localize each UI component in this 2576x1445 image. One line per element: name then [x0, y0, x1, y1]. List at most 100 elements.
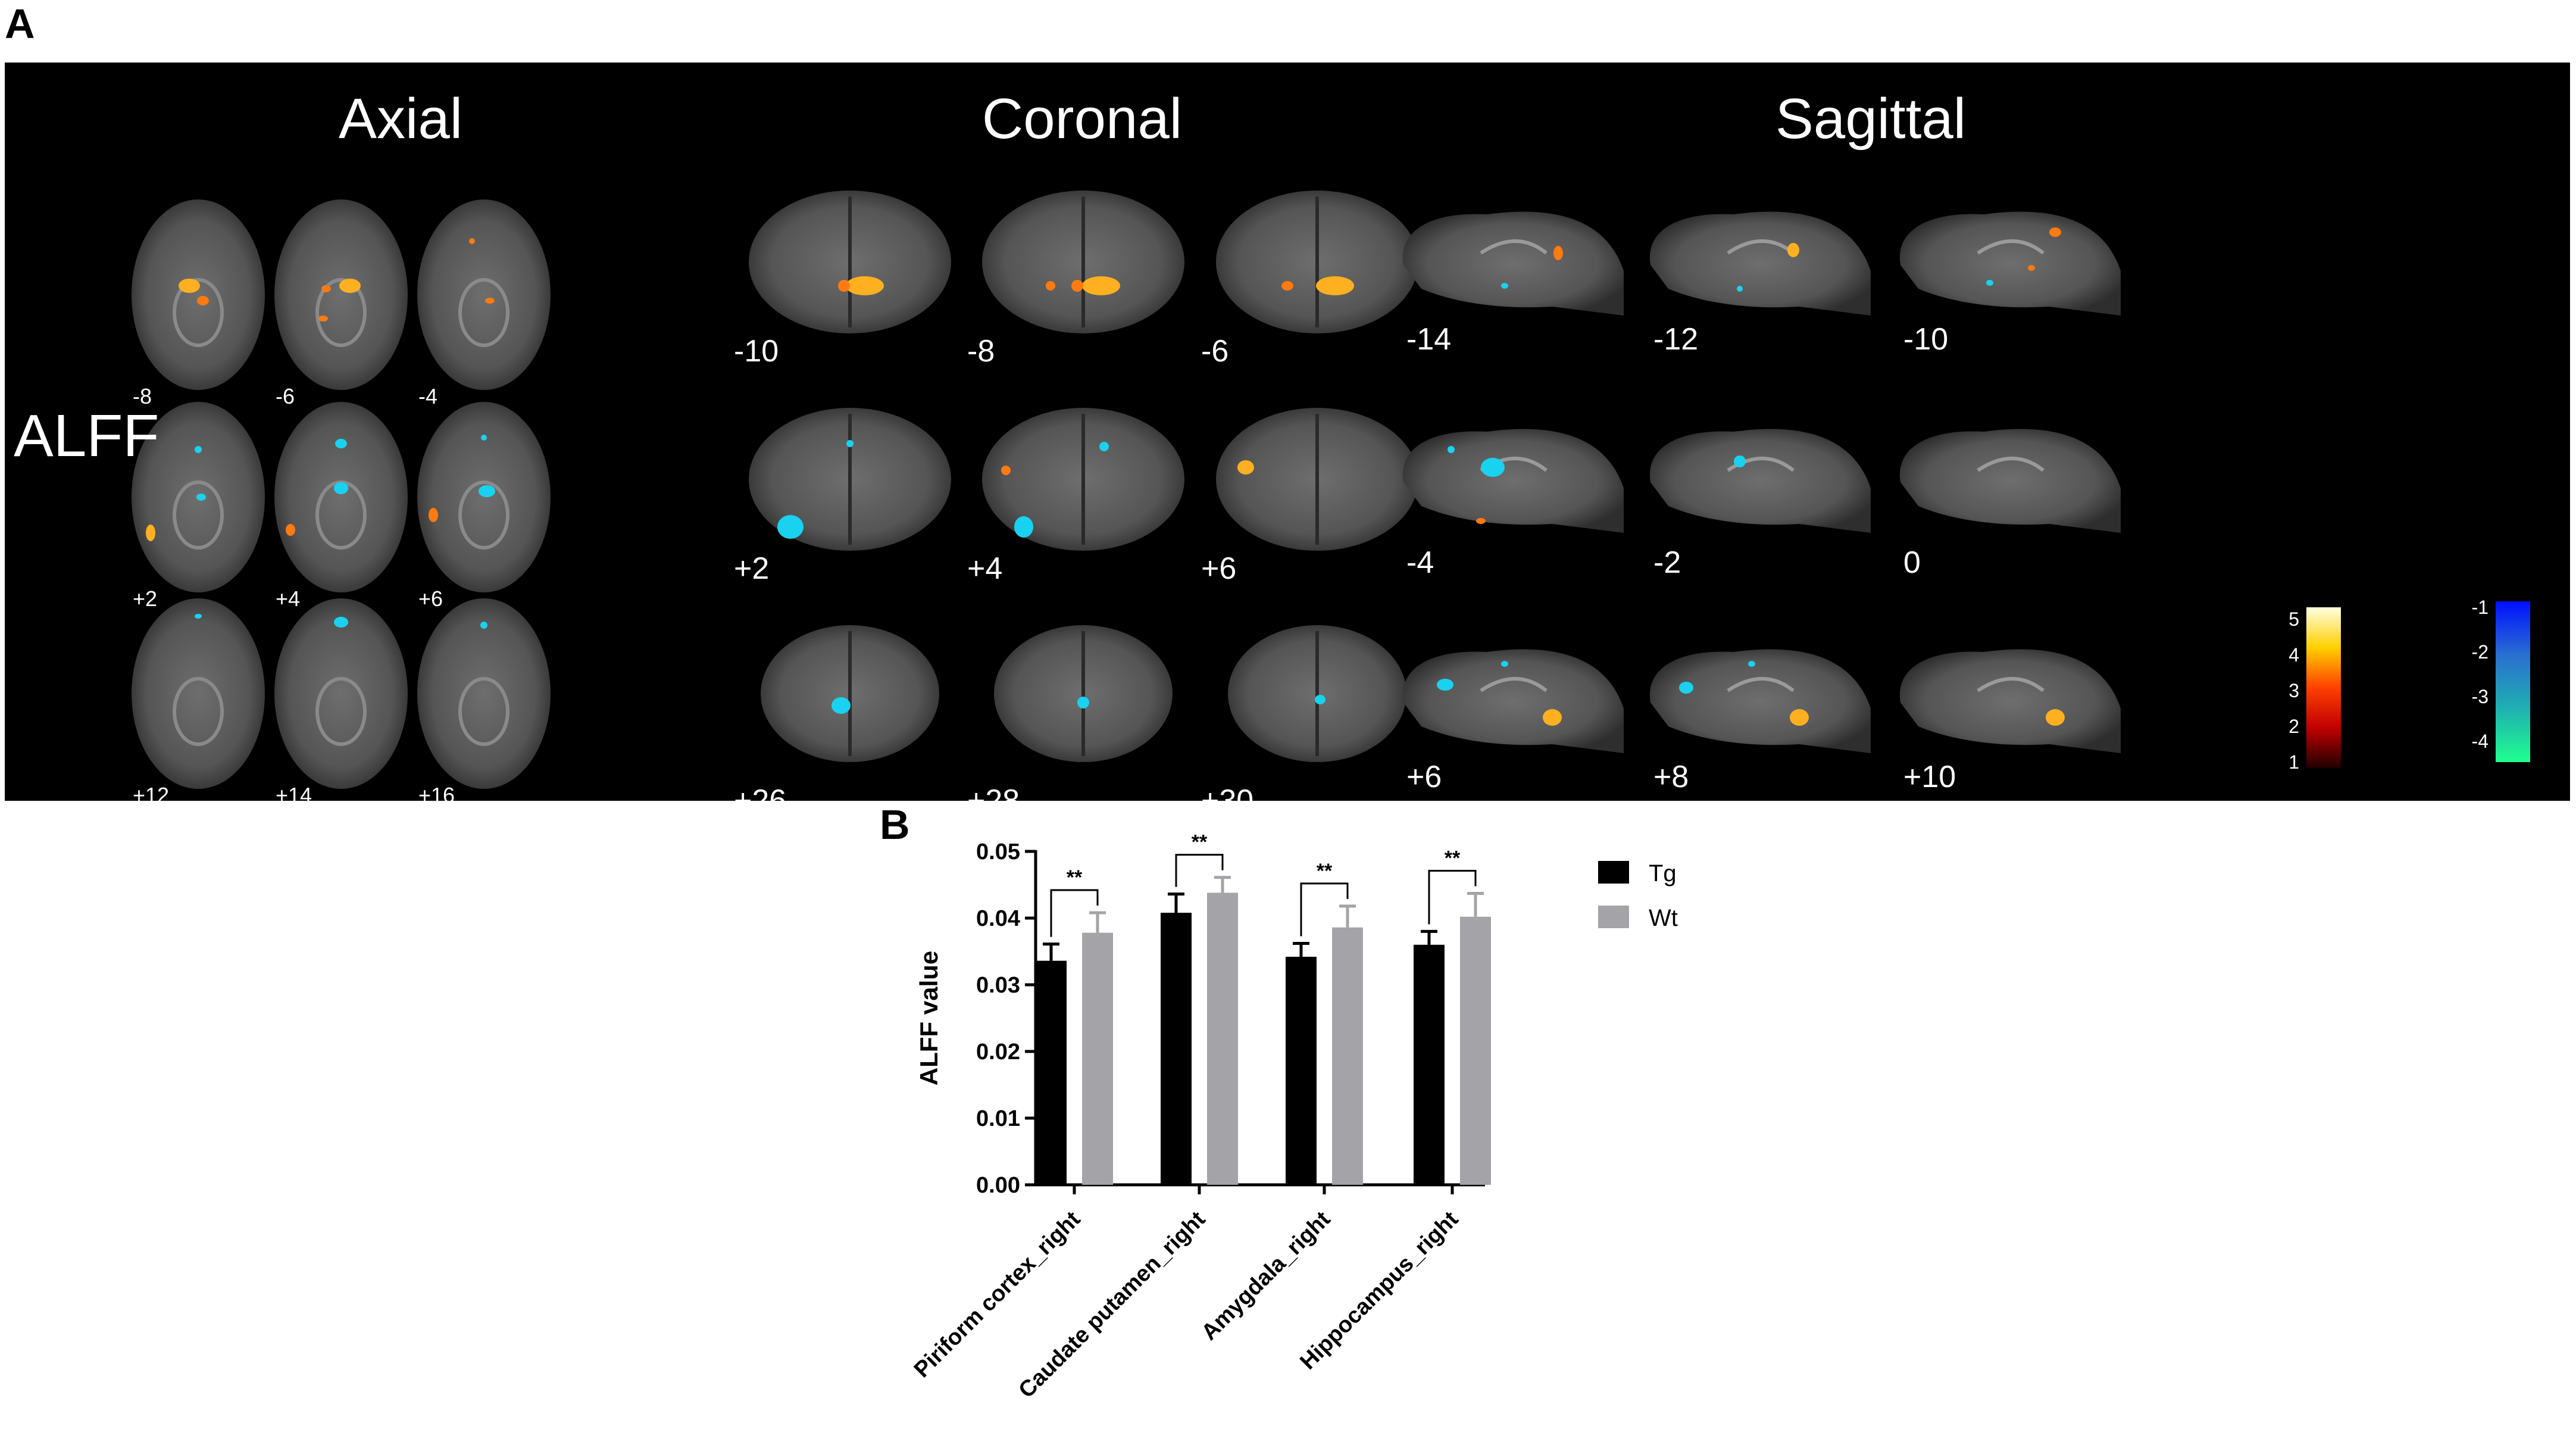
activation-blob	[334, 482, 348, 494]
activation-blob	[1986, 280, 1993, 286]
legend-swatch-wt	[1598, 906, 1629, 928]
activation-blob	[1014, 516, 1033, 538]
activation-blob	[339, 279, 361, 293]
ventricle-shape	[173, 677, 224, 746]
legend-swatch-tg	[1598, 861, 1629, 884]
activation-blob	[1082, 276, 1120, 295]
brain-outline	[274, 402, 408, 592]
sagittal-view-title: Sagittal	[1775, 87, 1967, 151]
negative-colorbar-tick: -2	[2471, 641, 2489, 663]
activation-blob	[1790, 709, 1809, 726]
brain-outline	[132, 598, 265, 789]
significance-bracket	[1175, 854, 1224, 887]
brain-outline	[1402, 649, 1624, 753]
activation-blob	[485, 298, 495, 304]
positive-colorbar-tick: 5	[2289, 608, 2299, 630]
positive-colorbar-tick: 2	[2289, 716, 2299, 737]
activation-blob	[479, 485, 495, 497]
brain-outline	[1649, 429, 1871, 533]
brain-outline	[417, 402, 551, 592]
significance-stars: **	[1192, 831, 1208, 854]
sagittal-slice	[1899, 211, 2121, 316]
activation-blob	[1046, 281, 1055, 291]
ventricle-shape	[458, 278, 509, 347]
activation-blob	[1501, 283, 1508, 289]
activation-blob	[2046, 709, 2065, 726]
significance-stars: **	[1067, 866, 1083, 889]
coronal-slice	[761, 625, 939, 762]
y-tick-label: 0.01	[976, 1106, 1020, 1131]
axial-slice	[417, 402, 551, 592]
activation-blob	[334, 617, 348, 628]
bar-wt	[1207, 892, 1238, 1185]
coronal-slice	[994, 625, 1173, 762]
brain-outline	[1649, 649, 1871, 753]
sagittal-slice-label: -4	[1406, 545, 1434, 580]
category-label: Amygdala_right	[1197, 1206, 1336, 1345]
coronal-slice	[982, 191, 1184, 333]
sagittal-slice	[1899, 429, 2121, 533]
corpus-callosum-shape	[1977, 239, 2044, 255]
y-tick-label: 0.03	[976, 973, 1020, 998]
brain-outline	[1402, 429, 1624, 533]
y-tick-label: 0.05	[976, 839, 1020, 864]
coronal-slice-label: -8	[967, 334, 995, 369]
axial-slice	[132, 598, 265, 789]
activation-blob	[1734, 455, 1746, 467]
ventricle-shape	[315, 278, 367, 347]
coronal-slice	[1228, 625, 1406, 762]
activation-blob	[2049, 227, 2061, 237]
brain-slices-canvas	[132, 191, 2121, 789]
axial-slice	[274, 598, 408, 789]
coronal-slice-label: +28	[967, 784, 1020, 818]
coronal-view-title: Coronal	[981, 87, 1183, 151]
corpus-callosum-shape	[1480, 677, 1548, 692]
axial-slice	[417, 199, 551, 390]
activation-blob	[197, 296, 209, 305]
axial-slice-label: +4	[276, 586, 301, 611]
alff-row-label: ALFF	[14, 402, 160, 469]
coronal-slice-label: +30	[1201, 784, 1254, 818]
sagittal-slice	[1649, 211, 1871, 316]
sagittal-slice	[1899, 649, 2121, 753]
ventricle-shape	[458, 677, 509, 746]
positive-colorbar-tick: 3	[2289, 680, 2299, 701]
activation-blob	[1787, 243, 1799, 257]
activation-blob	[1679, 682, 1693, 694]
coronal-slice-label: -10	[734, 334, 779, 369]
activation-blob	[1501, 661, 1508, 667]
activation-blob	[146, 525, 155, 541]
sagittal-slice-label: +8	[1653, 760, 1689, 794]
coronal-slice-label: +26	[734, 784, 787, 818]
brain-outline	[274, 199, 408, 390]
activation-blob	[1437, 679, 1453, 691]
activation-blob	[1001, 466, 1011, 475]
axial-slice-label: +6	[418, 586, 443, 611]
axial-slice-label: -8	[133, 384, 152, 408]
activation-blob	[196, 494, 206, 501]
coronal-slice-label: +4	[967, 551, 1003, 586]
brain-outline	[417, 199, 551, 390]
axial-slice-label: +12	[133, 783, 170, 807]
significance-bracket	[1300, 882, 1349, 937]
activation-blob	[1071, 280, 1083, 292]
panel-a-letter: A	[5, 1, 35, 47]
activation-blob	[429, 508, 438, 522]
sagittal-slice-label: -2	[1653, 545, 1681, 580]
activation-blob	[1281, 281, 1293, 291]
corpus-callosum-shape	[1480, 239, 1548, 255]
activation-blob	[777, 515, 804, 539]
activation-blob	[831, 697, 851, 714]
activation-blob	[480, 622, 487, 629]
activation-blob	[286, 524, 295, 536]
activation-blob	[1316, 276, 1354, 295]
activation-blob	[195, 614, 202, 619]
activation-blob	[838, 280, 850, 292]
sagittal-slice-label: +6	[1406, 760, 1442, 794]
activation-blob	[1237, 460, 1254, 475]
sagittal-slice-label: -10	[1903, 322, 1949, 357]
sagittal-slice	[1402, 429, 1624, 533]
axial-view-title: Axial	[338, 87, 463, 151]
coronal-slice	[1216, 191, 1418, 333]
brain-outline	[132, 199, 265, 390]
